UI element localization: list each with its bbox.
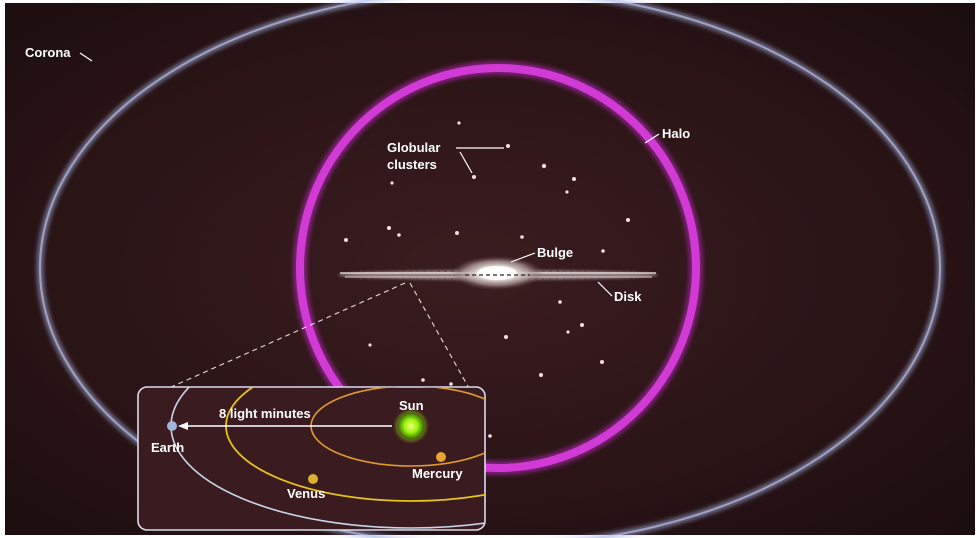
disk-annotation: Disk: [597, 281, 642, 304]
halo-leader-line: [644, 133, 660, 144]
globular-cluster: [457, 121, 461, 125]
globular-cluster: [580, 323, 584, 327]
globular-clusters-annotation: Globular clusters: [387, 140, 504, 174]
globular-cluster: [421, 378, 425, 382]
corona-ring: [36, 0, 944, 538]
sun-icon: [399, 414, 423, 438]
distance-arrowhead: [178, 422, 188, 430]
globular-cluster: [601, 249, 605, 253]
bulge-label: Bulge: [537, 245, 573, 260]
globular-cluster: [455, 231, 459, 235]
globular-cluster: [449, 382, 453, 386]
galactic-bulge: [451, 256, 543, 290]
halo-ring: [293, 61, 703, 475]
globular-cluster: [344, 238, 348, 242]
globular-cluster: [397, 233, 401, 237]
mercury-icon: [436, 452, 446, 462]
globular-cluster: [472, 175, 476, 179]
globular-cluster: [572, 177, 576, 181]
globular-cluster: [506, 144, 510, 148]
globular-cluster: [600, 360, 604, 364]
globular-leader-line-2: [459, 151, 473, 174]
disk-label: Disk: [614, 289, 642, 304]
halo-label: Halo: [662, 126, 690, 141]
zoom-guide-lines: [159, 282, 471, 393]
earth-label: Earth: [151, 440, 184, 455]
globular-clusters-label-line1: Globular: [387, 140, 440, 155]
globular-cluster: [488, 434, 492, 438]
solar-system-inset: 8 light minutes Sun Earth Mercury Venus: [137, 386, 486, 531]
globular-cluster: [520, 235, 524, 239]
globular-cluster: [368, 343, 372, 347]
globular-cluster: [504, 335, 508, 339]
corona-label: Corona: [25, 45, 71, 60]
globular-clusters-label-line2: clusters: [387, 157, 437, 172]
globular-cluster: [539, 373, 543, 377]
globular-cluster: [390, 181, 394, 185]
mercury-label: Mercury: [412, 466, 463, 481]
bulge-leader-line: [510, 252, 536, 263]
venus-icon: [308, 474, 318, 484]
corona-leader-line: [79, 52, 93, 62]
bulge-annotation: Bulge: [510, 245, 573, 263]
globular-cluster: [541, 163, 547, 169]
globular-cluster: [565, 190, 569, 194]
sun-label: Sun: [399, 398, 424, 413]
globular-cluster: [626, 218, 630, 222]
inset-frame: [137, 386, 486, 531]
globular-clusters: [344, 121, 630, 438]
corona-annotation: Corona: [25, 45, 93, 62]
globular-cluster: [566, 330, 570, 334]
venus-label: Venus: [287, 486, 325, 501]
earth-icon: [167, 421, 177, 431]
globular-cluster: [387, 226, 391, 230]
disk-leader-line: [597, 281, 613, 297]
globular-cluster: [558, 300, 562, 304]
halo-annotation: Halo: [644, 126, 690, 144]
distance-label: 8 light minutes: [219, 406, 311, 421]
